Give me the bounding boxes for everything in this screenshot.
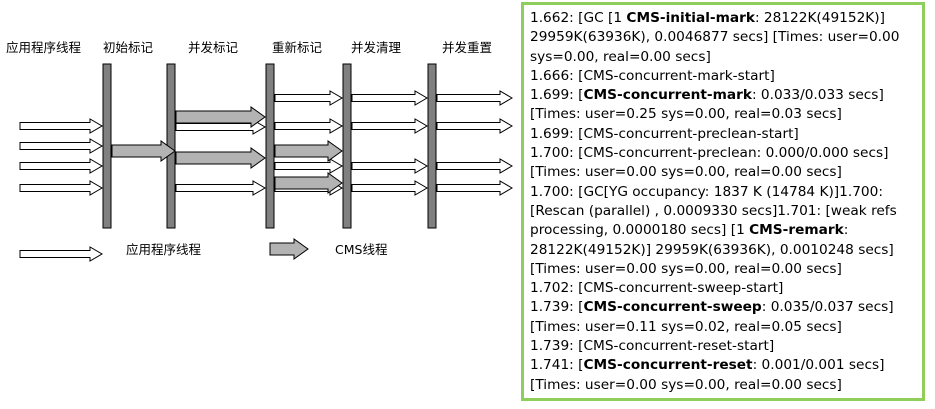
log-entry: 1.739: [CMS-concurrent-reset-start] — [530, 337, 916, 356]
cms-thread-arrow — [111, 140, 176, 162]
phase-bar — [265, 63, 275, 229]
gc-log-text: 1.662: [GC [1 CMS-initial-mark: 28122K(4… — [530, 9, 916, 395]
log-entry: 1.702: [CMS-concurrent-sweep-start] — [530, 279, 916, 298]
log-text: 1.699: [ — [530, 87, 584, 104]
log-event-name: CMS-remark — [749, 222, 844, 239]
app-thread-arrow — [351, 158, 428, 174]
app-thread-arrow — [274, 158, 343, 174]
cms-thread-arrow — [274, 140, 343, 162]
log-text: 1.741: [ — [530, 357, 584, 374]
log-entry: 1.700: [GC[YG occupancy: 1837 K (14784 K… — [530, 183, 916, 279]
log-text: 1.700: [CMS-concurrent-preclean: 0.000/0… — [530, 145, 889, 181]
legend-cms-thread-label: CMS线程 — [335, 242, 388, 257]
app-thread-arrow — [175, 180, 266, 196]
app-thread-arrow — [351, 118, 428, 134]
log-text: 1.666: [CMS-concurrent-mark-start] — [530, 67, 775, 84]
log-entry: 1.741: [CMS-concurrent-reset: 0.001/0.00… — [530, 356, 916, 395]
phase-label-concurrent-reset: 并发重置 — [442, 40, 492, 55]
app-thread-arrow — [274, 90, 343, 106]
app-thread-arrow — [351, 180, 428, 196]
phase-label-app-thread: 应用程序线程 — [6, 40, 82, 55]
log-text: 1.700: [GC[YG occupancy: 1837 K (14784 K… — [530, 183, 897, 239]
log-text: : 0.001/0.001 secs] [Times: user=0.00 sy… — [530, 357, 885, 393]
log-text: 1.662: [GC [1 — [530, 10, 627, 26]
legend-app-thread-label: 应用程序线程 — [126, 242, 202, 257]
log-text: 1.702: [CMS-concurrent-sweep-start] — [530, 280, 784, 297]
phase-label-concurrent-mark: 并发标记 — [188, 40, 239, 55]
cms-thread-arrow — [175, 106, 266, 128]
app-thread-arrow — [351, 90, 428, 106]
app-thread-arrow — [19, 158, 103, 174]
legend: 应用程序线程 CMS线程 — [126, 242, 388, 257]
log-text: 1.739: [CMS-concurrent-reset-start] — [530, 338, 775, 355]
log-event-name: CMS-concurrent-mark — [583, 87, 752, 104]
log-text: : 0.035/0.037 secs] [Times: user=0.11 sy… — [530, 299, 894, 335]
cms-phase-diagram: 应用程序线程 初始标记 并发标记 重新标记 并发清理 并发重置 应用程序线程 C… — [6, 40, 513, 262]
log-text: 1.739: [ — [530, 299, 584, 316]
log-event-name: CMS-concurrent-reset — [583, 357, 753, 374]
log-entry: 1.699: [CMS-concurrent-preclean-start] — [530, 125, 916, 144]
app-thread-arrow — [274, 118, 343, 134]
phase-bar — [102, 63, 112, 229]
log-text: : 0.033/0.033 secs] [Times: user=0.25 sy… — [530, 87, 884, 123]
log-event-name: CMS-concurrent-sweep — [583, 299, 762, 316]
phase-labels: 应用程序线程 初始标记 并发标记 重新标记 并发清理 并发重置 — [6, 40, 492, 55]
app-thread-arrow — [436, 118, 513, 134]
app-thread-arrow — [436, 90, 513, 106]
log-entry: 1.666: [CMS-concurrent-mark-start] — [530, 67, 916, 86]
phase-bar — [342, 63, 352, 229]
log-event-name: CMS-initial-mark — [626, 10, 755, 26]
log-entry: 1.700: [CMS-concurrent-preclean: 0.000/0… — [530, 144, 916, 183]
app-thread-arrow — [19, 180, 103, 196]
log-text: : 28122K(49152K)] 29959K(63936K), 0.0046… — [530, 10, 900, 65]
app-thread-arrow — [19, 118, 103, 134]
phase-bar — [427, 63, 437, 229]
log-entry: 1.662: [GC [1 CMS-initial-mark: 28122K(4… — [530, 9, 916, 67]
phase-label-concurrent-sweep: 并发清理 — [351, 40, 402, 55]
app-thread-arrow — [436, 158, 513, 174]
cms-thread-arrow — [274, 172, 343, 194]
legend-cms-thread-arrow — [269, 238, 309, 260]
app-thread-arrow — [19, 138, 103, 154]
log-text: 1.699: [CMS-concurrent-preclean-start] — [530, 125, 799, 142]
gc-log-panel: 1.662: [GC [1 CMS-initial-mark: 28122K(4… — [521, 2, 925, 401]
app-thread-arrow — [436, 180, 513, 196]
log-entry: 1.699: [CMS-concurrent-mark: 0.033/0.033… — [530, 86, 916, 125]
cms-thread-arrow — [175, 147, 266, 169]
log-text: : 28122K(49152K)] 29959K(63936K), 0.0010… — [530, 222, 894, 277]
thread-arrows — [19, 90, 513, 262]
log-entry: 1.739: [CMS-concurrent-sweep: 0.035/0.03… — [530, 298, 916, 337]
phase-label-initial-mark: 初始标记 — [103, 40, 154, 55]
legend-app-thread-arrow — [19, 246, 103, 262]
phase-label-remark: 重新标记 — [272, 40, 323, 55]
